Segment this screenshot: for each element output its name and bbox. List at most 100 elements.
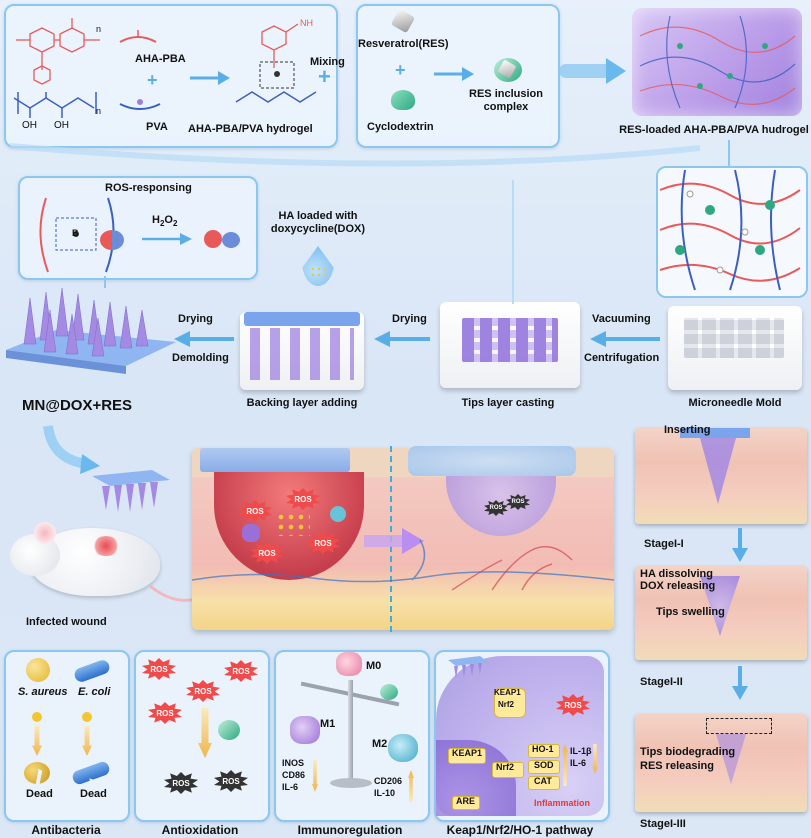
pathway-label: Keap1/Nrf2/HO-1 pathway	[446, 823, 594, 837]
cd206-label: CD206	[374, 776, 403, 786]
res-releasing-label: RES releasing	[640, 760, 714, 772]
cat-box	[528, 776, 560, 790]
backing-layer	[244, 312, 360, 326]
ha-dox-label: HA loaded with doxycycline(DOX)	[270, 210, 366, 235]
up-arrow-m2	[408, 770, 414, 802]
antioxidation-label: Antioxidation	[161, 823, 239, 837]
tips-swelling-label: Tips swelling	[656, 606, 725, 618]
hydrogel-label: AHA-PBA/PVA hydrogel	[188, 123, 313, 135]
stage-arrow-2	[732, 666, 748, 700]
res-panel	[356, 4, 560, 148]
ros-badge-w3: ROS	[250, 542, 284, 564]
arrow-to-mouse-patch	[43, 425, 100, 474]
keap1-box-b	[448, 748, 486, 764]
demolding-label: Demolding	[172, 352, 229, 364]
immunoregulation-label: Immunoregulation	[297, 823, 403, 837]
s-aureus-label: S. aureus	[18, 686, 68, 698]
il10-label: IL-10	[374, 788, 396, 798]
cd86-label: CD86	[282, 770, 306, 780]
h2o2-sub1: 2	[159, 219, 165, 229]
stage3-label: StageI-III	[640, 818, 686, 830]
pva-label: PVA	[146, 121, 168, 133]
mouse-ear	[34, 522, 56, 544]
h2o2-o: O	[164, 214, 173, 226]
dead-s-aureus-icon	[24, 762, 50, 784]
antibacteria-label: Antibacteria	[31, 823, 101, 837]
macrophage-m0	[330, 506, 346, 522]
ros-badge-a2: ROS	[224, 660, 258, 682]
nrf2-label-b: Nrf2	[496, 762, 515, 772]
cyclodextrin-icon	[391, 90, 415, 110]
are-label: ARE	[456, 796, 476, 806]
wound-patch-left	[200, 448, 350, 472]
e-coli-label: E. coli	[78, 686, 111, 698]
inos-label: INOS	[282, 758, 305, 768]
inflammation-label: Inflammation	[534, 798, 591, 808]
ros-badge-dark-2: ROS	[214, 770, 248, 792]
mold-cells	[684, 318, 784, 358]
patch-connector	[104, 276, 106, 288]
keap1-label-a: KEAP1	[494, 688, 521, 697]
cyclodextrin-label: Cyclodextrin	[367, 121, 434, 133]
boron-label: B	[72, 228, 79, 238]
loaded-gel-label: RES-loaded AHA-PBA/PVA hudrogel	[619, 124, 809, 136]
plus-sign-1: +	[147, 70, 158, 90]
il1b-label: IL-1β	[570, 746, 592, 756]
ros-badge-dark-w2: ROS	[506, 494, 530, 510]
resveratrol-label: Resveratrol(RES)	[358, 38, 449, 50]
immuno-res-icon	[380, 684, 398, 700]
oh-label-2: OH	[54, 120, 69, 131]
mouse-wound	[92, 536, 120, 556]
m2-cell-icon	[388, 734, 418, 762]
kill-arrow-2	[82, 726, 92, 756]
oh-label-1: OH	[22, 120, 37, 131]
keap1-label-b: KEAP1	[452, 748, 483, 758]
n-label-2: n	[96, 106, 102, 116]
inclusion-label: RES inclusion complex	[469, 88, 543, 113]
balance-base	[330, 778, 372, 788]
stage-arrow-1	[732, 528, 748, 562]
nrf2-label-a: Nrf2	[498, 700, 515, 709]
nrf2-box-b	[492, 762, 524, 778]
arrow-to-hydrogel	[190, 71, 230, 85]
ros-responsing-panel	[18, 176, 258, 280]
pva-structure	[13, 92, 97, 118]
pva-icon	[119, 99, 161, 110]
drying-label-1: Drying	[178, 313, 213, 325]
arrow-to-backing	[374, 331, 430, 347]
dead-label-2: Dead	[80, 788, 107, 800]
ros-badge-w2: ROS	[286, 488, 320, 510]
arrow-to-casting	[590, 331, 660, 347]
ha-dissolving-label: HA dissolving	[640, 568, 713, 580]
hydrogel-structure	[235, 23, 317, 103]
scavenge-arrow	[198, 708, 212, 758]
return-arrow	[9, 143, 701, 167]
down-arrow-m1	[312, 760, 318, 792]
casting-connector	[512, 180, 514, 304]
network-zoom-drawing	[659, 169, 801, 291]
stage3-dashed-box	[706, 718, 772, 734]
h2o2-sub2: 2	[172, 219, 178, 229]
il6-label: IL-6	[282, 782, 299, 792]
casting-label: Tips layer casting	[461, 397, 555, 409]
stage1-patch	[680, 428, 750, 438]
res-complex-icon	[218, 720, 240, 740]
skin-vessels	[191, 539, 615, 591]
m0-label: M0	[366, 660, 382, 672]
arrow-to-product	[174, 331, 234, 347]
backing-cavities	[250, 328, 354, 380]
loaded-gel-network	[639, 15, 796, 109]
m1-label: M1	[320, 718, 336, 730]
keap1-nrf2-complex	[494, 688, 526, 718]
sod-label: SOD	[534, 760, 554, 770]
dox-dot-1	[32, 712, 42, 722]
ros-badge-w4: ROS	[306, 532, 340, 554]
bacteria-cluster	[276, 512, 310, 536]
kill-arrow-1	[32, 726, 42, 756]
balance-post	[348, 680, 353, 780]
h2o2-h: H	[152, 214, 160, 226]
inserting-label: Inserting	[664, 424, 711, 436]
arrow-to-inclusion	[434, 67, 474, 81]
down-arrow-cytokines	[592, 744, 598, 774]
pathway-patch-icon	[448, 656, 488, 678]
